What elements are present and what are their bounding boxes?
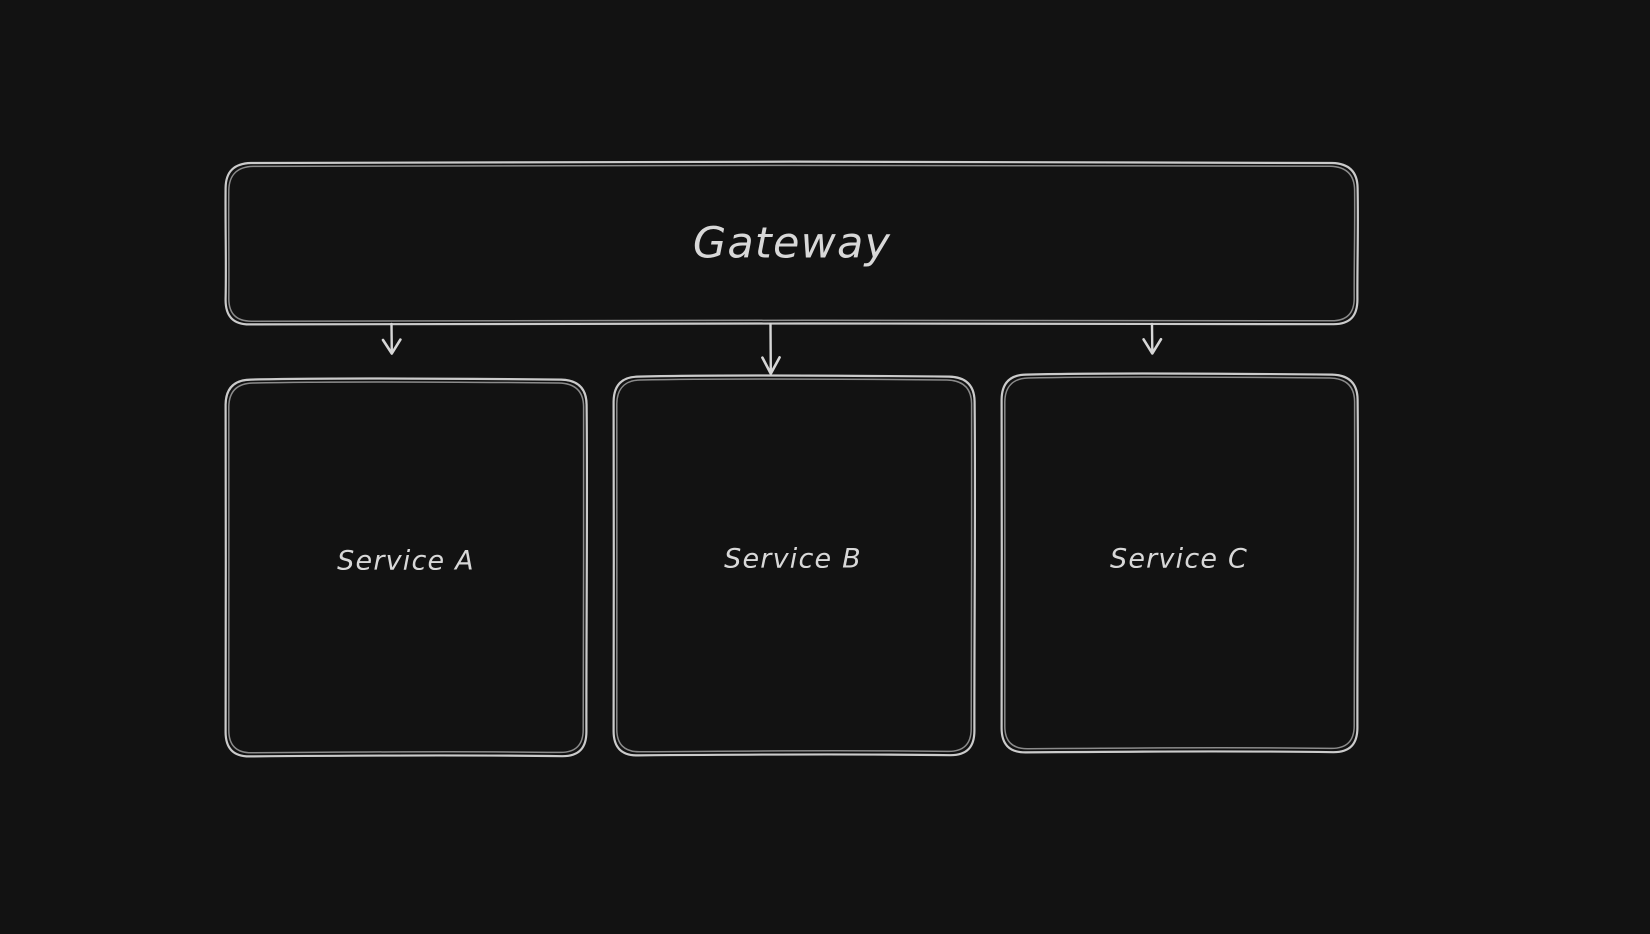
node-service-a[interactable]: Service A <box>224 377 589 758</box>
node-gateway-fill <box>225 162 1358 325</box>
node-service-b-fill <box>612 375 975 756</box>
node-gateway-outline-1 <box>224 160 1359 326</box>
node-service-c-label: Service C <box>1110 544 1248 575</box>
node-gateway-label: Gateway <box>693 219 891 269</box>
node-service-b-outline-1 <box>612 374 977 757</box>
node-service-c-outline-2 <box>1003 376 1356 750</box>
edge-gateway-to-service-c-arrowhead <box>1142 337 1163 355</box>
node-service-a-outline-1 <box>224 377 589 758</box>
edge-gateway-to-service-b <box>761 322 781 375</box>
edge-gateway-to-service-b-arrowhead <box>761 356 781 375</box>
node-gateway-outline-2 <box>227 164 1356 322</box>
edge-gateway-to-service-a <box>381 322 402 355</box>
node-service-a-fill <box>225 378 587 757</box>
node-service-c-outline-1 <box>1000 372 1360 754</box>
node-service-b[interactable]: Service B <box>612 374 977 757</box>
node-service-a-outline-2 <box>227 381 585 754</box>
node-service-c[interactable]: Service C <box>1000 372 1360 754</box>
edge-gateway-to-service-a-arrowhead <box>381 338 402 355</box>
node-gateway[interactable]: Gateway <box>224 160 1359 326</box>
node-service-c-fill <box>1000 373 1358 753</box>
node-service-b-label: Service B <box>724 544 862 575</box>
edge-gateway-to-service-c <box>1142 322 1163 355</box>
node-service-a-label: Service A <box>337 546 475 577</box>
node-service-b-outline-2 <box>615 378 973 753</box>
